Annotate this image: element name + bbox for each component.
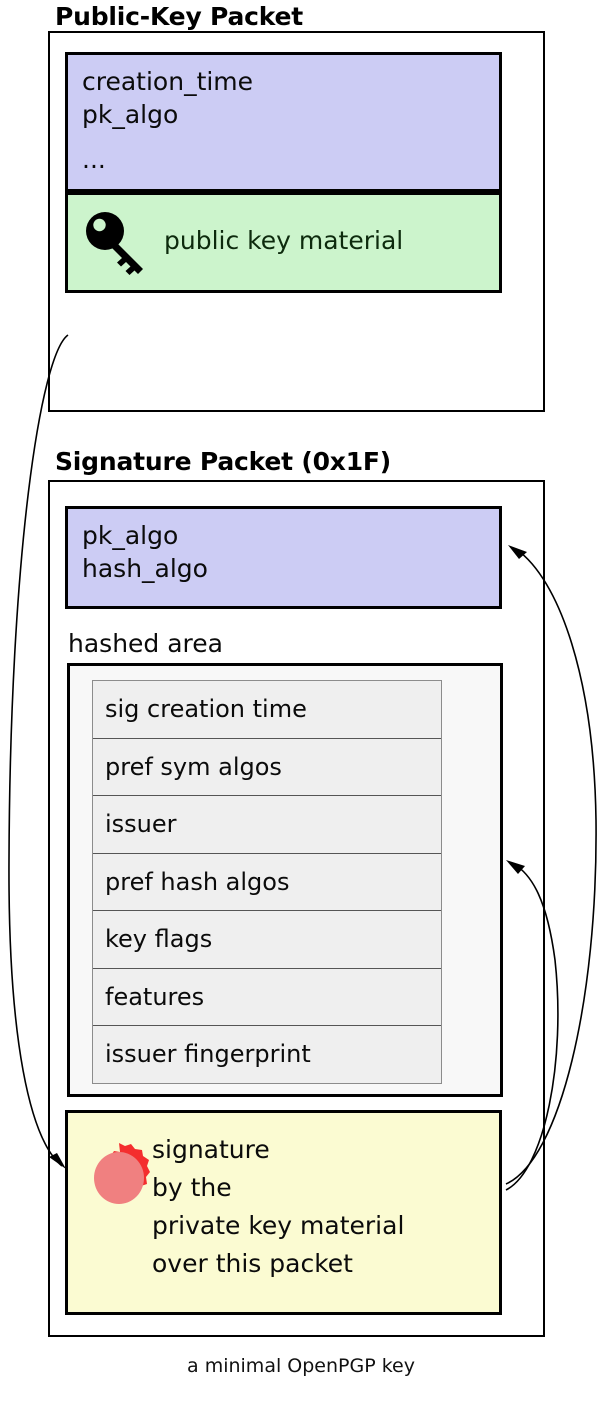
signature-line-3: private key material [152,1211,405,1240]
diagram-caption: a minimal OpenPGP key [187,1355,415,1377]
list-item: features [93,969,441,1026]
list-item: pref hash algos [93,854,441,911]
field-sig-pk-algo: pk_algo [82,521,179,550]
public-key-material-label: public key material [164,226,404,255]
list-item: issuer [93,796,441,854]
field-creation-time: creation_time [82,67,254,96]
signature-line-4: over this packet [152,1249,353,1278]
public-key-header-fields: creation_time pk_algo ... [65,52,502,192]
signature-line-2: by the [152,1173,232,1202]
signature-packet-title: Signature Packet (0x1F) [55,447,392,476]
field-ellipsis: ... [82,145,106,174]
hashed-area-box: sig creation time pref sym algos issuer … [67,663,503,1097]
field-pk-algo: pk_algo [82,100,179,129]
list-item: issuer fingerprint [93,1026,441,1084]
signature-algo-fields: pk_algo hash_algo [65,506,502,609]
signature-block: signature by the private key material ov… [65,1110,502,1315]
hashed-area-label: hashed area [68,629,223,658]
public-key-packet-title: Public-Key Packet [55,2,304,31]
list-item: pref sym algos [93,739,441,796]
key-icon [80,207,152,279]
field-sig-hash-algo: hash_algo [82,554,208,583]
list-item: sig creation time [93,681,441,739]
signature-line-1: signature [152,1135,270,1164]
public-key-material-box: public key material [65,192,502,293]
list-item: key flags [93,911,441,969]
wax-seal-icon [82,1141,156,1215]
subpacket-list: sig creation time pref sym algos issuer … [92,680,442,1084]
